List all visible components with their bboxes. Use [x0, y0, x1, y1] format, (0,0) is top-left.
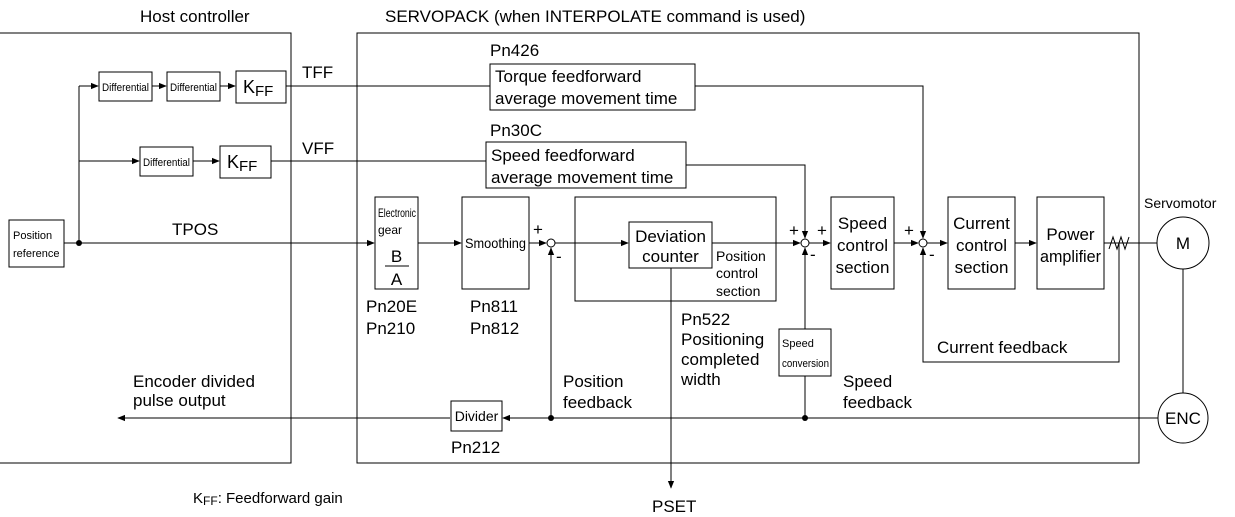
- minus-sign: -: [929, 245, 935, 264]
- current-control-label: control: [956, 236, 1007, 255]
- plus-sign: +: [904, 221, 914, 240]
- differential-label: Differential: [170, 82, 217, 94]
- electronic-gear-label: Electronic: [378, 206, 416, 220]
- gear-numerator: B: [391, 247, 402, 266]
- speed-control-section: [830, 196, 895, 290]
- position-reference-label: reference: [13, 248, 59, 260]
- param-pn426: Pn426: [490, 41, 539, 60]
- divider-label: Divider: [455, 408, 499, 424]
- speed-feedforward-avg-label: average movement time: [491, 168, 673, 187]
- position-control-label: section: [716, 283, 760, 299]
- kff-footnote: KFF: Feedforward gain: [193, 490, 343, 508]
- speed-summing-junction: [800, 238, 810, 248]
- kff-gain-label: KFF: [243, 77, 273, 100]
- current-control-label: Current: [953, 214, 1010, 233]
- speed-control-label: section: [836, 258, 890, 277]
- speed-feedback-label: feedback: [843, 393, 912, 412]
- plus-sign: +: [789, 221, 799, 240]
- param-pn212: Pn212: [451, 438, 500, 457]
- kff-gain-block: [235, 70, 287, 104]
- tpos-label: TPOS: [172, 220, 218, 239]
- speed-control-label: Speed: [838, 214, 887, 233]
- param-pn522-desc: completed: [681, 350, 759, 369]
- torque-ff-line: [695, 85, 927, 239]
- encoder-divided-label: Encoder divided: [133, 372, 255, 391]
- tff-label: TFF: [302, 63, 333, 82]
- servopack-title: SERVOPACK (when INTERPOLATE command is u…: [385, 7, 805, 26]
- gear-denominator: A: [391, 270, 403, 289]
- current-control-section: [947, 196, 1016, 290]
- encoder-label: ENC: [1165, 409, 1201, 428]
- smoothing-block: [461, 196, 530, 290]
- speed-conversion-block: [778, 328, 832, 377]
- speed-control-label: control: [837, 236, 888, 255]
- current-summing-junction: [918, 238, 928, 248]
- position-control-label: Position: [716, 248, 766, 264]
- torque-feedforward-avg-label: Torque feedforward: [495, 67, 641, 86]
- minus-sign: -: [810, 245, 816, 264]
- torque-feedforward-avg-block: [489, 63, 696, 111]
- position-reference-label: Position: [13, 230, 52, 242]
- differential-label: Differential: [102, 82, 149, 94]
- host-controller-title: Host controller: [140, 7, 250, 26]
- encoder-divided-label: pulse output: [133, 391, 226, 410]
- param-pn210: Pn210: [366, 319, 415, 338]
- position-summing-junction: [546, 238, 556, 248]
- position-feedback-label: Position: [563, 372, 623, 391]
- current-feedback-label: Current feedback: [937, 338, 1068, 357]
- plus-sign: +: [817, 221, 827, 240]
- deviation-counter-label: Deviation: [635, 227, 706, 246]
- differential-block: [139, 146, 194, 177]
- differential-label: Differential: [143, 157, 190, 169]
- minus-sign: -: [556, 247, 562, 266]
- power-amplifier-label: amplifier: [1040, 247, 1101, 266]
- speed-feedforward-avg-label: Speed feedforward: [491, 146, 635, 165]
- differential-block: [98, 71, 153, 102]
- param-pn811: Pn811: [470, 297, 518, 316]
- current-control-label: section: [955, 258, 1009, 277]
- speed-conversion-label: Speed: [782, 338, 814, 350]
- deviation-counter-label: counter: [642, 247, 699, 266]
- param-pn522: Pn522: [681, 310, 730, 329]
- param-pn522-desc: Positioning: [681, 330, 764, 349]
- param-pn30c: Pn30C: [490, 121, 542, 140]
- power-amplifier-label: Power: [1046, 225, 1095, 244]
- plus-sign: +: [533, 220, 543, 239]
- deviation-counter-block: [628, 221, 713, 269]
- motor-label: M: [1176, 234, 1190, 253]
- position-feedback-label: feedback: [563, 393, 632, 412]
- param-pn20e: Pn20E: [366, 297, 417, 316]
- position-control-label: control: [716, 265, 758, 281]
- host-controller-frame: [0, 32, 292, 464]
- kff-gain-label: KFF: [227, 152, 257, 175]
- power-amplifier-block: [1036, 196, 1105, 290]
- electronic-gear-block: [374, 196, 419, 290]
- current-feedback-line: [919, 243, 1120, 363]
- vff-label: VFF: [302, 139, 334, 158]
- speed-conversion-label: conversion: [782, 358, 829, 370]
- kff-gain-block: [219, 145, 272, 179]
- param-pn522-desc: width: [680, 370, 721, 389]
- speed-ff-line: [686, 164, 809, 239]
- param-pn812: Pn812: [470, 319, 519, 338]
- servopack-frame: [356, 32, 1140, 464]
- electronic-gear-label: gear: [378, 223, 402, 237]
- divider-block: [450, 400, 503, 432]
- speed-feedback-label: Speed: [843, 372, 892, 391]
- torque-feedforward-avg-label: average movement time: [495, 89, 677, 108]
- differential-block: [166, 71, 221, 102]
- pset-label: PSET: [652, 497, 696, 516]
- speed-feedforward-avg-block: [485, 141, 687, 189]
- smoothing-label: Smoothing: [465, 235, 526, 251]
- position-reference-block: [8, 219, 65, 268]
- servomotor-label: Servomotor: [1144, 195, 1217, 211]
